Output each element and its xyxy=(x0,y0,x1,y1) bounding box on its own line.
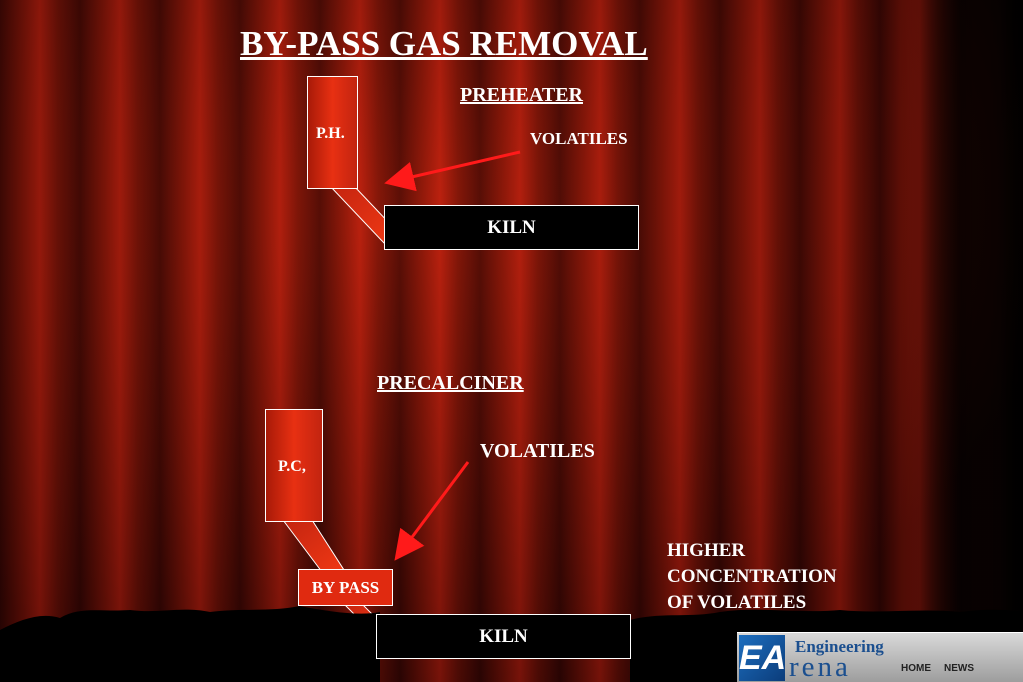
curtain-hem xyxy=(0,606,380,682)
precalciner-volatiles-arrow xyxy=(394,461,470,561)
logo-word-engineering: Engineering xyxy=(795,637,884,656)
precalciner-heading: PRECALCINER xyxy=(377,372,524,394)
precalciner-kiln-label: KILN xyxy=(479,625,528,647)
precalciner-kiln: KILN xyxy=(376,614,631,659)
nav-news-link[interactable]: NEWS xyxy=(944,663,974,674)
preheater-kiln: KILN xyxy=(384,205,639,250)
preheater-kiln-label: KILN xyxy=(487,216,536,238)
precalciner-tower: P.C, xyxy=(265,409,323,522)
note-line-2: CONCENTRATION xyxy=(667,566,837,587)
note-line-3: OF VOLATILES xyxy=(667,592,807,613)
precalciner-tower-label: P.C, xyxy=(278,458,306,475)
page-title: BY-PASS GAS REMOVAL xyxy=(240,24,648,63)
logo-word-arena: rena xyxy=(789,651,851,682)
bypass-box: BY PASS xyxy=(298,569,393,606)
logo-mark-icon: EA xyxy=(739,635,786,681)
preheater-volatiles-arrow xyxy=(384,150,521,192)
preheater-tower-label: P.H. xyxy=(316,125,345,142)
note-line-1: HIGHER xyxy=(667,540,746,561)
engineering-arena-logo[interactable]: EA Engineering rena HOME NEWS xyxy=(737,632,1023,682)
preheater-heading: PREHEATER xyxy=(460,84,583,106)
precalciner-volatiles-label: VOLATILES xyxy=(480,440,595,462)
bypass-label: BY PASS xyxy=(311,577,380,597)
preheater-volatiles-label: VOLATILES xyxy=(530,129,628,148)
preheater-tower: P.H. xyxy=(307,76,358,189)
higher-concentration-note: HIGHER CONCENTRATION OF VOLATILES xyxy=(667,538,837,616)
nav-home-link[interactable]: HOME xyxy=(901,663,931,674)
